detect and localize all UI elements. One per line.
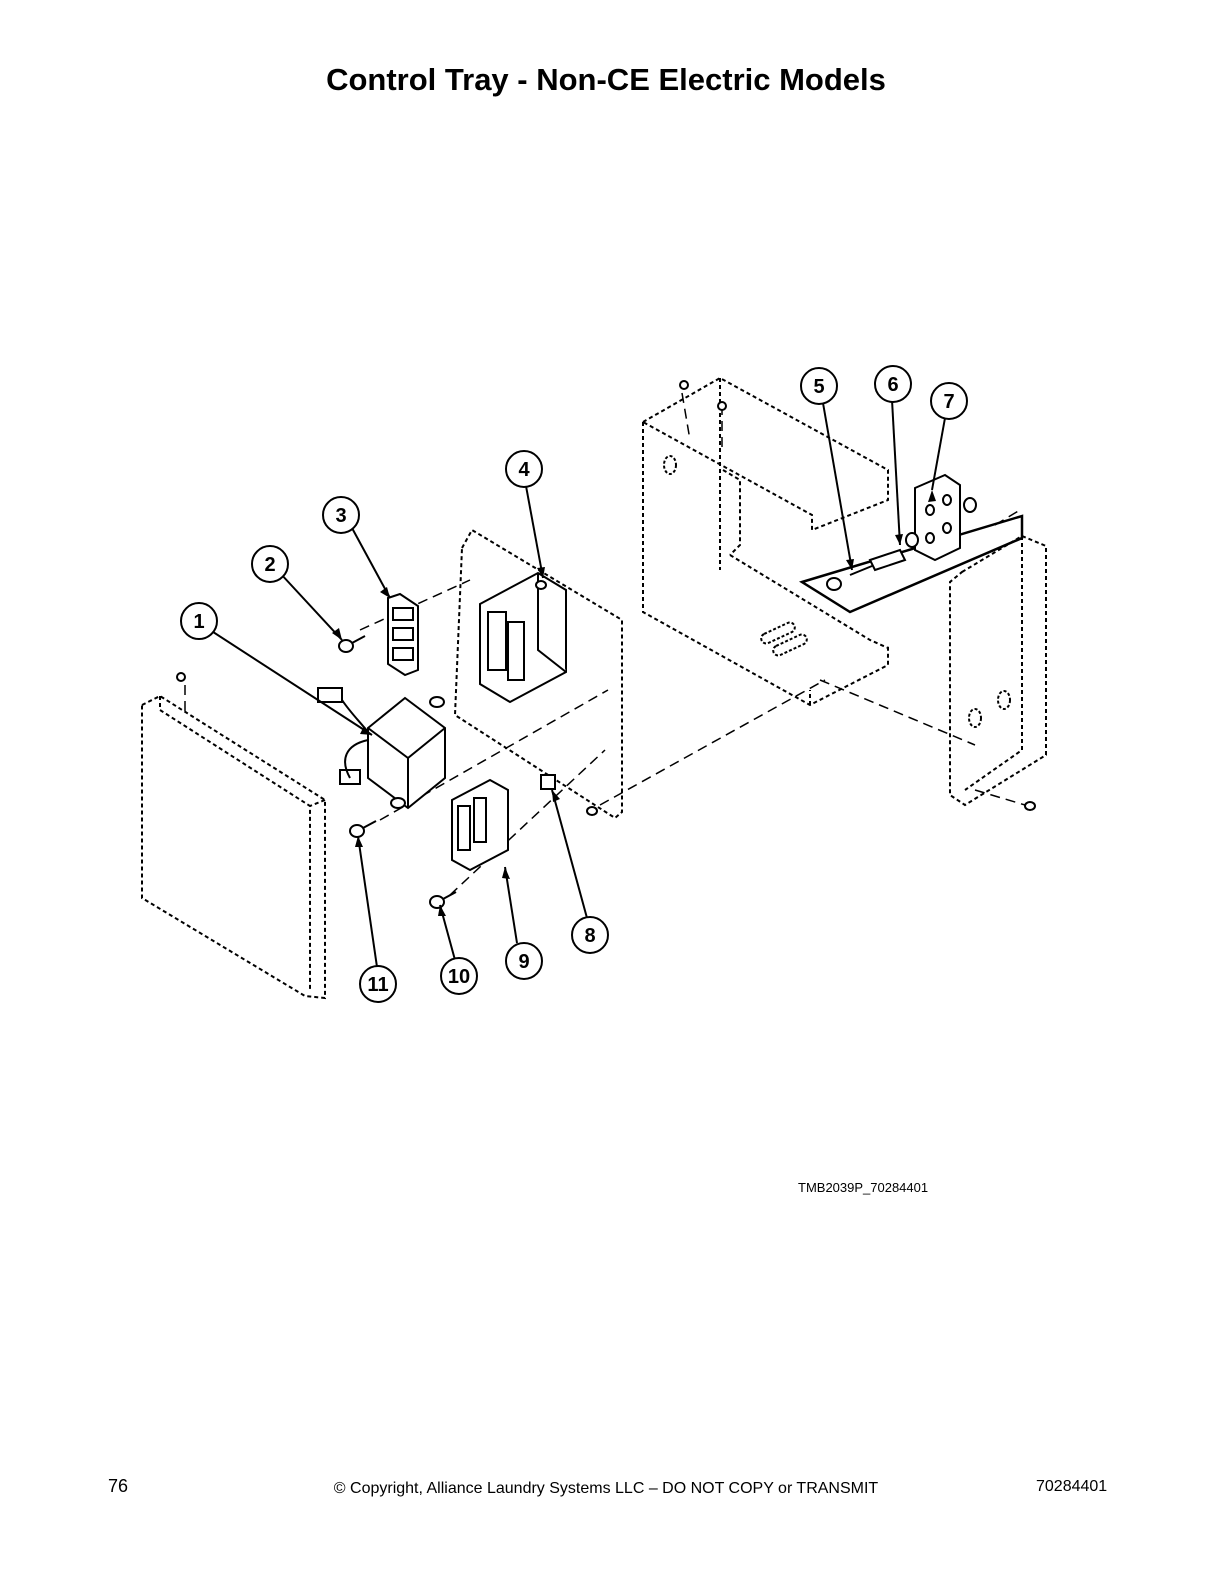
callout-7: 7 — [930, 382, 968, 420]
copyright-notice: © Copyright, Alliance Laundry Systems LL… — [333, 1480, 879, 1497]
svg-text:5: 5 — [813, 376, 824, 398]
svg-text:10: 10 — [448, 966, 470, 988]
relay — [451, 778, 509, 872]
callout-11: 11 — [359, 965, 397, 1003]
svg-text:9: 9 — [518, 951, 529, 973]
screws — [176, 380, 1036, 909]
svg-text:3: 3 — [335, 505, 346, 527]
callout-2: 2 — [251, 545, 289, 583]
callout-4: 4 — [505, 450, 543, 488]
contactor — [479, 571, 567, 704]
mounting-holes — [663, 455, 1011, 728]
thermostat-assembly — [798, 473, 1024, 614]
leader-lines — [209, 399, 946, 968]
explode-lines — [184, 392, 1026, 896]
leader-arrowheads — [332, 490, 936, 916]
svg-text:7: 7 — [943, 391, 954, 413]
callout-9: 9 — [505, 942, 543, 980]
svg-text:2: 2 — [264, 554, 275, 576]
figure-id: TMB2039P_70284401 — [798, 1180, 929, 1195]
callout-10: 10 — [440, 957, 478, 995]
cover-panel — [141, 694, 326, 1000]
svg-text:6: 6 — [887, 374, 898, 396]
callout-6: 6 — [874, 365, 912, 403]
svg-text:1: 1 — [193, 611, 204, 633]
mounting-plate — [453, 528, 623, 820]
callout-8: 8 — [571, 916, 609, 954]
document-number: 70284401 — [1036, 1478, 1108, 1495]
fuse-holder — [540, 774, 556, 790]
svg-text:8: 8 — [584, 925, 595, 947]
terminal-block — [387, 592, 419, 677]
side-panel — [949, 534, 1047, 807]
page-number: 76 — [108, 1476, 129, 1496]
callout-3: 3 — [322, 496, 360, 534]
svg-text:11: 11 — [367, 974, 388, 996]
transformer — [317, 687, 446, 810]
callout-1: 1 — [180, 602, 218, 640]
page-title: Control Tray - Non-CE Electric Models — [326, 62, 886, 97]
svg-text:4: 4 — [518, 459, 530, 481]
callout-5: 5 — [800, 367, 838, 405]
control-box — [640, 376, 889, 707]
